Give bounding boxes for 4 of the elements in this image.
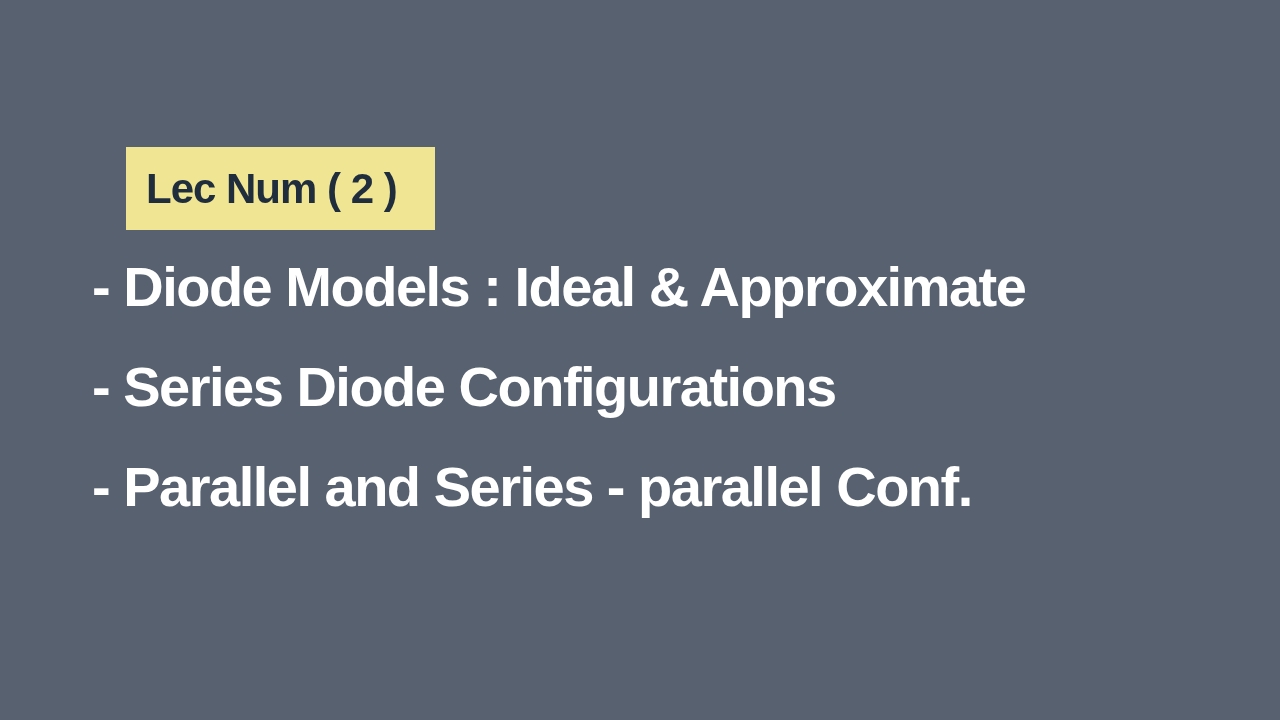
title-box: Lec Num ( 2 ) xyxy=(126,147,435,230)
bullet-line: - Diode Models : Ideal & Approximate xyxy=(92,256,1026,318)
bullet-line: - Parallel and Series - parallel Conf. xyxy=(92,456,972,518)
bullet-line: - Series Diode Configurations xyxy=(92,356,836,418)
